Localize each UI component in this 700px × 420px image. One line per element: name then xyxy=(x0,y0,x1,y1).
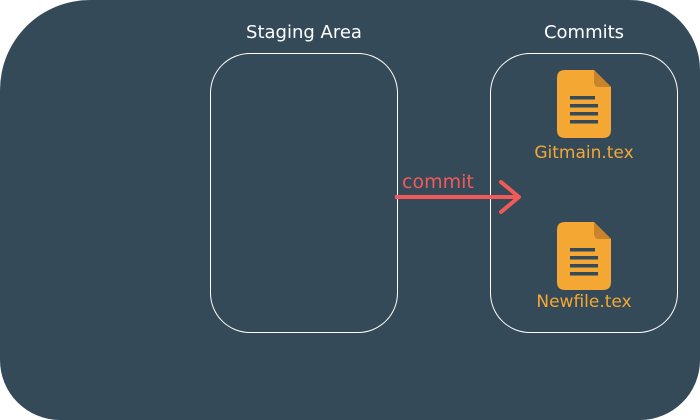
file-name: Newfile.tex xyxy=(536,292,632,312)
commit-arrow xyxy=(395,180,521,214)
document-icon xyxy=(557,222,611,290)
file-name: Gitmain.tex xyxy=(534,143,634,163)
document-icon xyxy=(557,70,611,138)
staging-area-box xyxy=(210,53,398,333)
commit-arrow-label: commit xyxy=(402,171,474,193)
commits-box xyxy=(490,53,678,333)
staging-area-label: Staging Area xyxy=(246,22,362,43)
commits-label: Commits xyxy=(543,22,625,43)
